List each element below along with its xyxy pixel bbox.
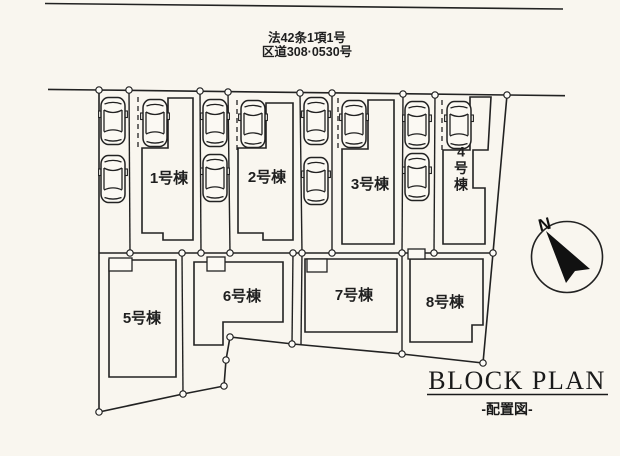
compass-circle bbox=[530, 220, 604, 294]
car-icon bbox=[97, 154, 129, 204]
boundary-marker bbox=[289, 249, 297, 257]
car-icon bbox=[401, 100, 433, 150]
boundary-marker bbox=[430, 249, 438, 257]
boundary-marker bbox=[431, 91, 439, 99]
building-outline-1 bbox=[141, 97, 194, 241]
boundary-marker bbox=[398, 350, 406, 358]
building-label-1: 1号棟 bbox=[150, 169, 189, 187]
parcel-divider-v4 bbox=[299, 92, 303, 254]
boundary-marker bbox=[298, 249, 306, 257]
building-label-7: 7号棟 bbox=[335, 286, 374, 304]
building-label-2: 2号棟 bbox=[248, 168, 287, 186]
building-label-5: 5号棟 bbox=[123, 309, 162, 327]
parcel-divider-v7 bbox=[433, 94, 436, 254]
porch-rect-6 bbox=[206, 256, 226, 272]
road-label-line1: 法42条1項1号 bbox=[268, 30, 346, 45]
car-icon bbox=[401, 152, 433, 202]
building-label-3: 3号棟 bbox=[351, 175, 390, 193]
boundary-marker bbox=[179, 390, 187, 398]
boundary-marker bbox=[95, 86, 103, 94]
boundary-marker bbox=[226, 333, 234, 341]
boundary-marker bbox=[126, 249, 134, 257]
plan-title: BLOCK PLAN bbox=[428, 366, 606, 395]
building-outline-6 bbox=[193, 261, 284, 346]
building-outlines bbox=[108, 96, 492, 378]
building-outline-5 bbox=[108, 259, 177, 378]
boundary-markers bbox=[95, 86, 511, 416]
boundary-marker bbox=[503, 91, 511, 99]
building-outline-3 bbox=[341, 99, 395, 245]
car-icon bbox=[199, 153, 231, 203]
building-label-8: 8号棟 bbox=[426, 293, 465, 311]
plan-subtitle: -配置図- bbox=[481, 401, 533, 417]
building-outline-4 bbox=[442, 96, 492, 245]
boundary-marker bbox=[226, 249, 234, 257]
road-label-line2: 区道308·0530号 bbox=[262, 44, 352, 59]
road-edge-left-extension bbox=[47, 88, 100, 91]
car-icon bbox=[237, 99, 269, 149]
porch-rect-5 bbox=[108, 257, 133, 272]
car-icon bbox=[97, 96, 129, 146]
boundary-marker bbox=[197, 249, 205, 257]
compass: N bbox=[530, 214, 604, 294]
boundary-marker bbox=[125, 86, 133, 94]
parcel-divider-v1 bbox=[128, 89, 131, 254]
parcel-divider-b1 bbox=[181, 252, 184, 395]
parcel-divider-b3 bbox=[300, 252, 303, 346]
boundary-marker bbox=[296, 89, 304, 97]
boundary-marker bbox=[399, 90, 407, 98]
building-label-6: 6号棟 bbox=[223, 287, 262, 305]
car-icon bbox=[300, 96, 332, 146]
parcel-divider-b2 bbox=[291, 252, 294, 345]
car-icon bbox=[300, 156, 332, 206]
boundary-marker bbox=[479, 359, 487, 367]
boundary-marker bbox=[224, 88, 232, 96]
north-arrow-icon bbox=[546, 231, 590, 283]
building-outline-8 bbox=[409, 258, 484, 343]
car-icon bbox=[139, 98, 171, 148]
boundary-marker bbox=[222, 356, 230, 364]
boundary-marker bbox=[196, 87, 204, 95]
porch-rects bbox=[108, 248, 426, 273]
boundary-marker bbox=[328, 249, 336, 257]
porch-rect-7 bbox=[306, 258, 328, 273]
boundary-marker bbox=[398, 249, 406, 257]
boundary-marker bbox=[220, 382, 228, 390]
site-boundary bbox=[98, 89, 508, 413]
boundary-marker bbox=[178, 249, 186, 257]
road-edge-top-line bbox=[44, 2, 564, 10]
north-label: N bbox=[536, 214, 553, 235]
car-icon bbox=[199, 98, 231, 148]
boundary-marker bbox=[95, 408, 103, 416]
porch-rect-8 bbox=[407, 248, 426, 260]
building-outline-7 bbox=[304, 258, 398, 333]
car-icon bbox=[338, 99, 370, 149]
road-edge-right-extension bbox=[506, 94, 566, 97]
car-icon bbox=[443, 100, 475, 150]
boundary-marker bbox=[288, 340, 296, 348]
boundary-marker bbox=[328, 89, 336, 97]
boundary-marker bbox=[489, 249, 497, 257]
